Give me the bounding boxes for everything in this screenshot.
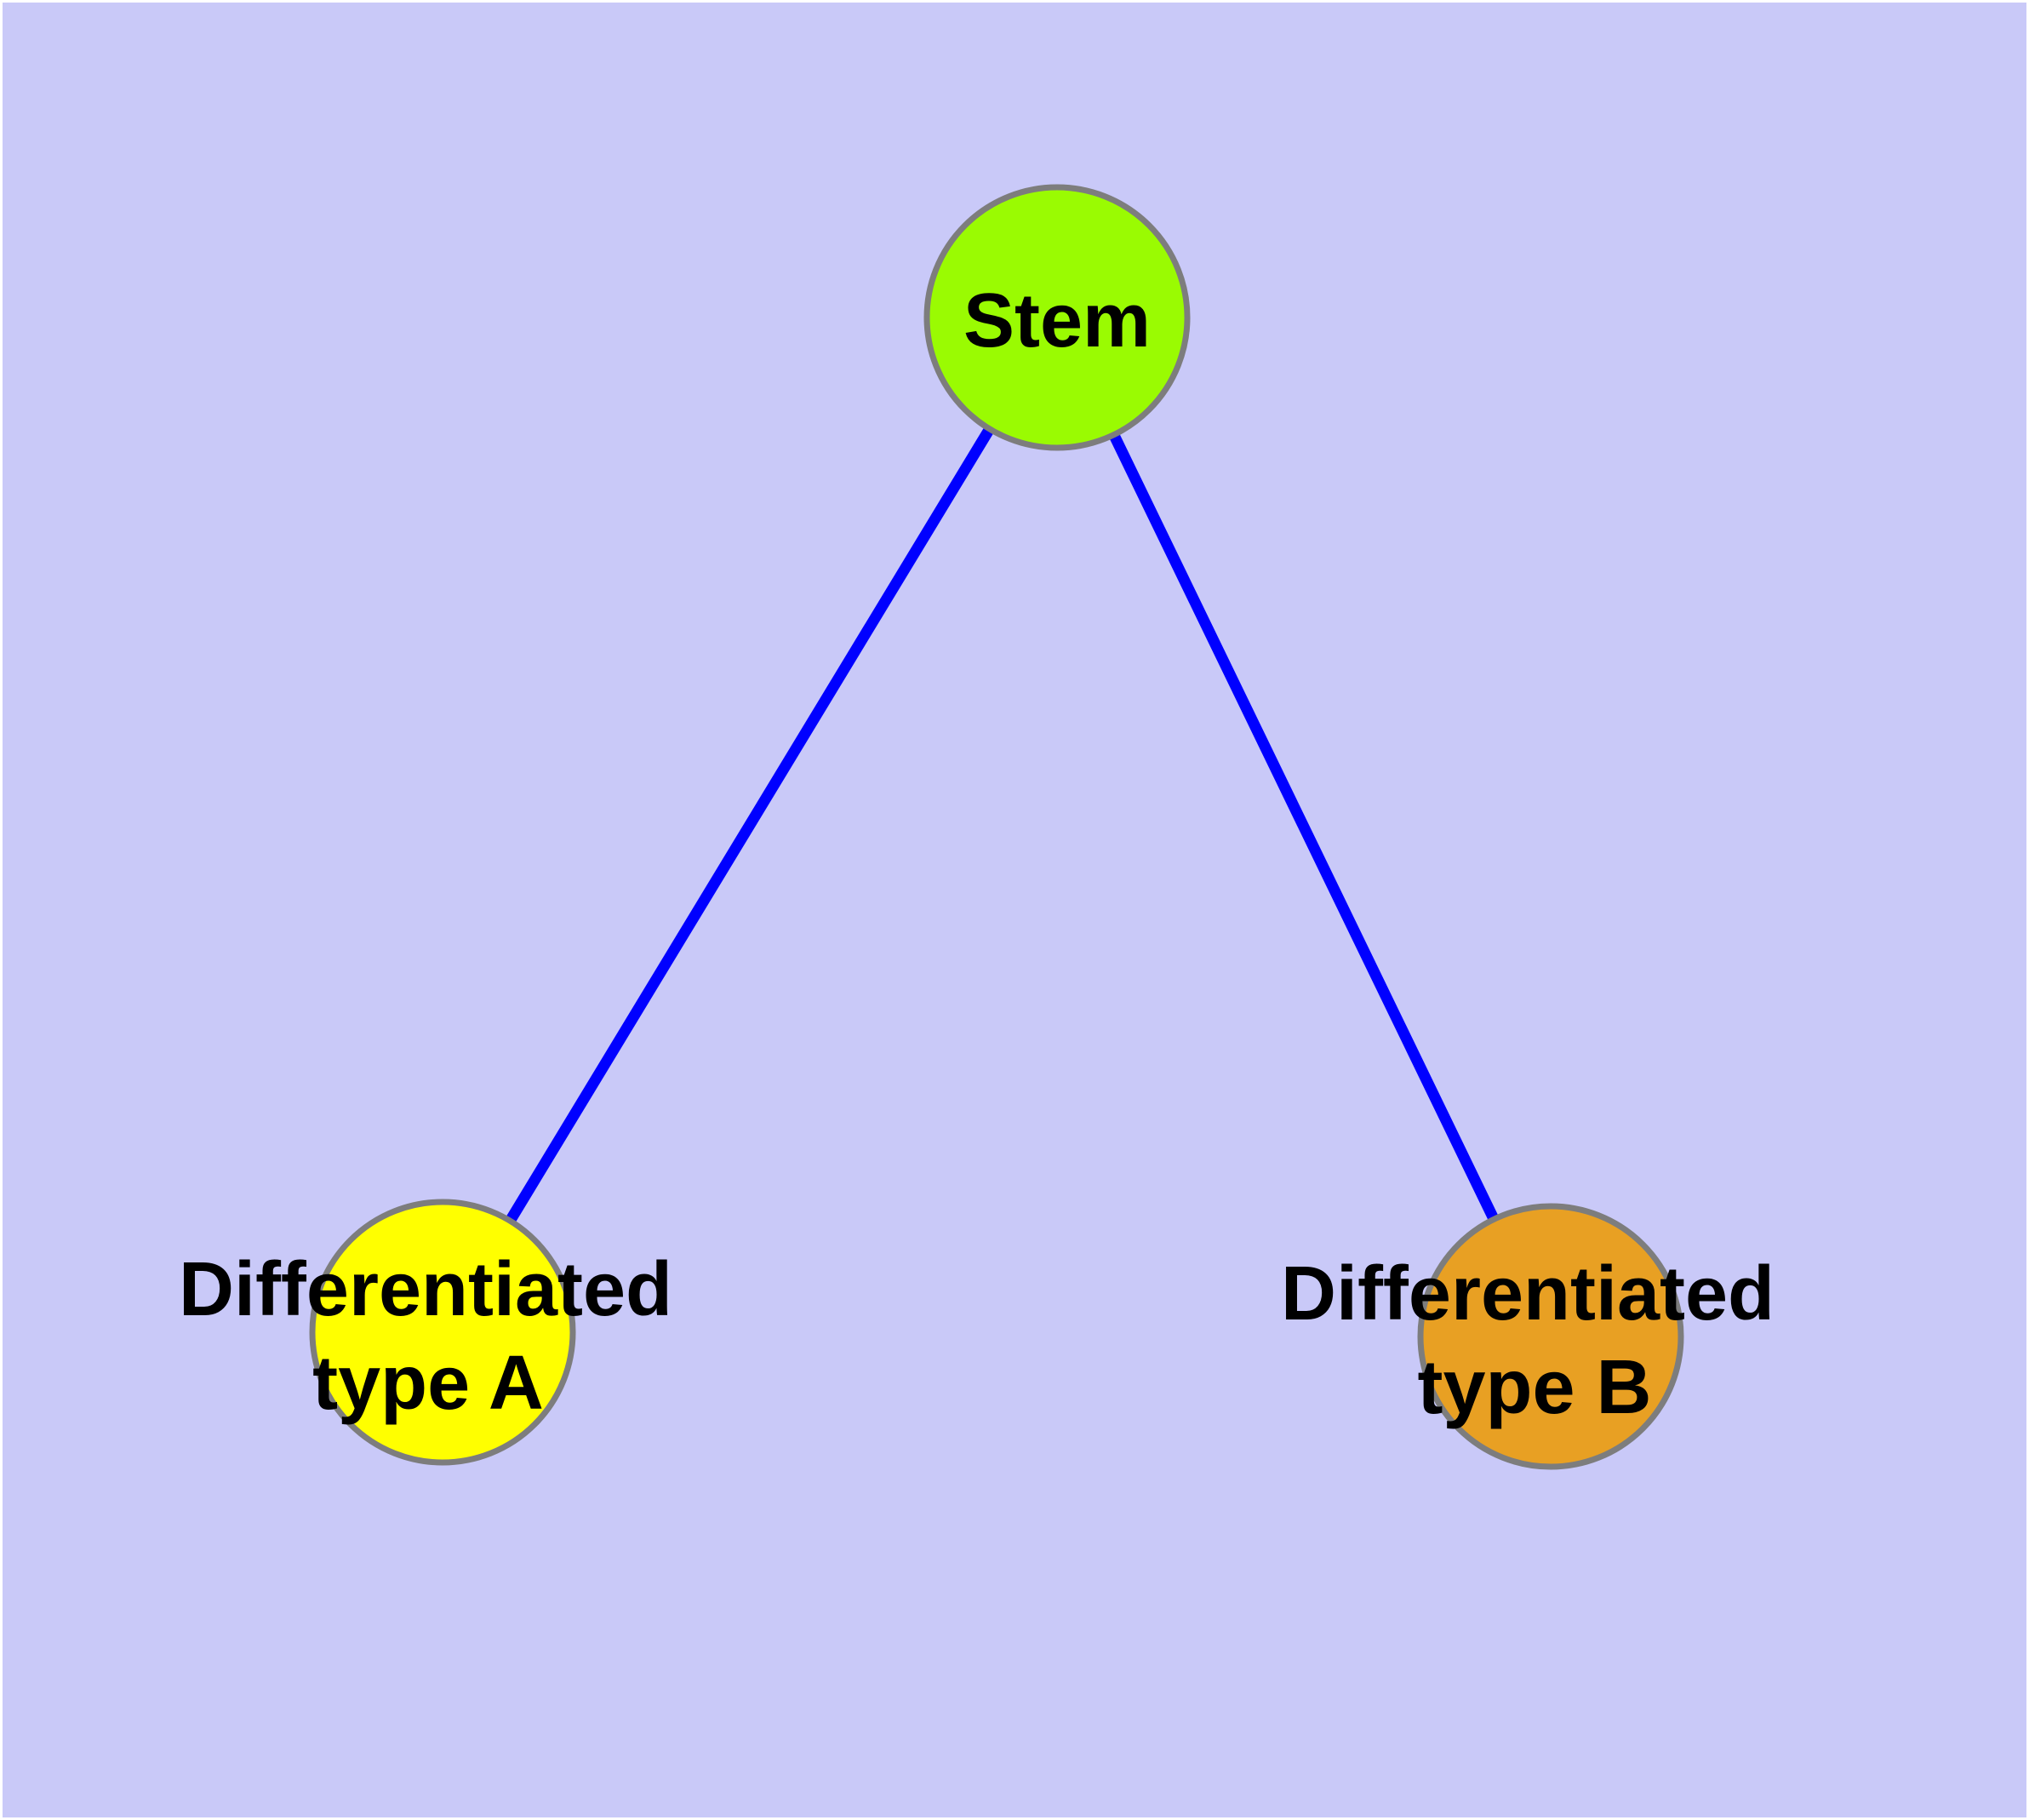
node-stem-label: Stem	[963, 278, 1151, 363]
node-type-a-circle	[309, 1199, 576, 1466]
node-type-a-label-line2: type A	[312, 1341, 544, 1426]
node-type-b-label-line1: Differentiated	[1281, 1251, 1775, 1336]
node-type-b-circle	[1417, 1203, 1684, 1470]
edge-stem-to-type-a	[437, 314, 1062, 1336]
node-type-a-label-line1: Differentiated	[179, 1247, 672, 1332]
node-stem-circle	[923, 184, 1191, 451]
edge-stem-to-type-b	[1052, 315, 1556, 1339]
node-type-b-label-line2: type B	[1417, 1345, 1651, 1430]
